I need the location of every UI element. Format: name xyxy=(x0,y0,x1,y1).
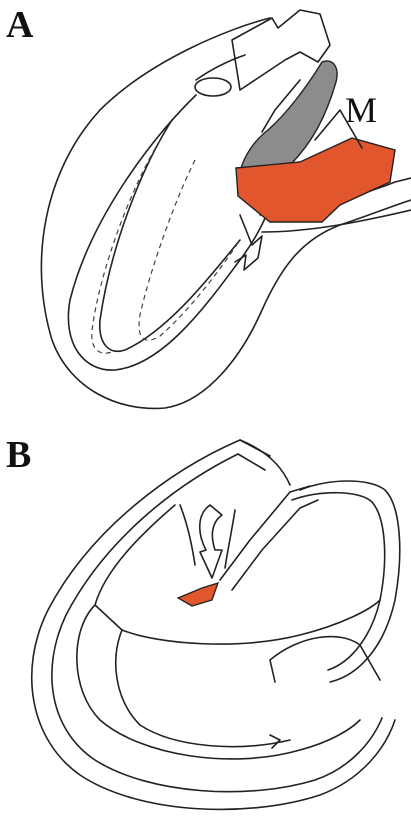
right-chamber-outline xyxy=(300,481,400,682)
flow-arrow xyxy=(200,505,222,578)
septum-band-lower xyxy=(232,500,318,590)
septum-band-upper xyxy=(220,486,310,580)
dashed-line-inner xyxy=(139,160,240,340)
ventricle-inner-wall xyxy=(95,505,380,644)
atrial-top-rim xyxy=(238,440,270,470)
orange-highlighted-flap xyxy=(178,583,218,606)
panel-a: A M xyxy=(0,0,411,420)
right-chamber-inner xyxy=(292,493,385,670)
heart-outer-outline xyxy=(41,18,411,408)
valve-leaflet-right xyxy=(225,510,235,568)
panel-b-drawing xyxy=(0,430,411,821)
small-vessel-opening xyxy=(195,78,231,96)
lower-chamber-line xyxy=(116,630,290,747)
papillary-chord xyxy=(270,637,380,682)
papillary-notch xyxy=(270,735,280,748)
atrial-top-edge xyxy=(240,440,290,485)
panel-a-drawing xyxy=(0,0,411,420)
valve-leaflet-left xyxy=(180,505,195,565)
dashed-line-outer xyxy=(92,140,160,353)
ventricle-septum-wall xyxy=(100,120,240,351)
heart-outer-inner-line xyxy=(52,454,382,792)
panel-b: B xyxy=(0,430,411,821)
